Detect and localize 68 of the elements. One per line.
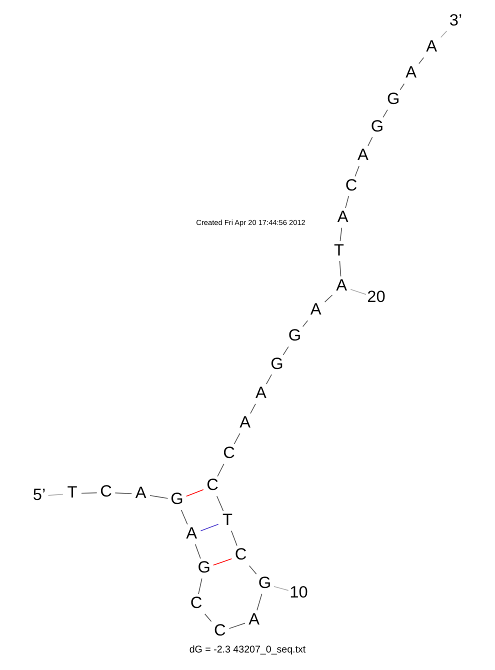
node-text: A (135, 484, 146, 502)
node-text: 20 (367, 288, 386, 306)
connector (212, 558, 232, 566)
node-text: C (345, 176, 358, 194)
node-text: T (334, 241, 344, 260)
connector (418, 57, 424, 64)
connector (234, 433, 240, 444)
connector (248, 565, 257, 574)
node-text: C (214, 622, 226, 640)
connector (194, 544, 201, 559)
connector (382, 109, 388, 118)
connector (400, 83, 405, 90)
connector (230, 530, 238, 546)
node-text: A (358, 146, 368, 164)
node-text: G (198, 558, 210, 576)
node-text: 10 (290, 583, 308, 602)
connector (345, 196, 350, 208)
node-text: A (336, 276, 347, 294)
connector (200, 524, 219, 532)
node-text: A (240, 414, 251, 432)
connector (368, 136, 373, 146)
node-text: C (190, 594, 202, 612)
connector (266, 374, 272, 384)
node-text: G (288, 326, 302, 345)
connector (350, 288, 366, 295)
node-text: A (406, 64, 417, 82)
connector (204, 614, 212, 622)
node-text: A (186, 524, 198, 542)
connector (180, 510, 188, 525)
node-text: C (223, 444, 235, 462)
connector (114, 492, 132, 494)
node-text: C (234, 546, 247, 564)
node-text: 5’ (32, 486, 46, 504)
node-text: G (370, 117, 384, 136)
node-text: A (255, 384, 266, 402)
caption: dG = -2.3 43207_0_seq.txt (189, 644, 306, 656)
connector (282, 346, 289, 356)
label: Created Fri Apr 20 17:44:56 2012 (196, 218, 306, 228)
node-text: G (270, 354, 284, 373)
connector (81, 492, 98, 494)
connector (274, 586, 289, 591)
node-text: A (426, 38, 438, 56)
node-text: G (387, 90, 400, 108)
node-text: C (100, 482, 112, 501)
connector (250, 403, 256, 414)
connector (256, 593, 262, 611)
node-text: 3’ (449, 11, 462, 30)
connector (302, 320, 308, 327)
node-text: C (206, 476, 218, 494)
node-text: G (258, 574, 272, 592)
node-text: A (310, 300, 322, 319)
connector (186, 489, 204, 497)
connector (217, 464, 224, 477)
connector (216, 496, 224, 512)
connector (340, 227, 342, 242)
connector (198, 578, 202, 594)
node-text: T (67, 484, 78, 502)
node-text: T (222, 510, 233, 529)
connector (228, 622, 246, 629)
connector (440, 30, 448, 38)
node-text: G (170, 490, 184, 508)
node-text: A (248, 610, 260, 628)
connector (150, 495, 168, 499)
node-text: A (337, 208, 348, 226)
connector (339, 260, 342, 277)
connector (48, 494, 64, 496)
connector (324, 294, 333, 302)
connector (354, 166, 360, 177)
